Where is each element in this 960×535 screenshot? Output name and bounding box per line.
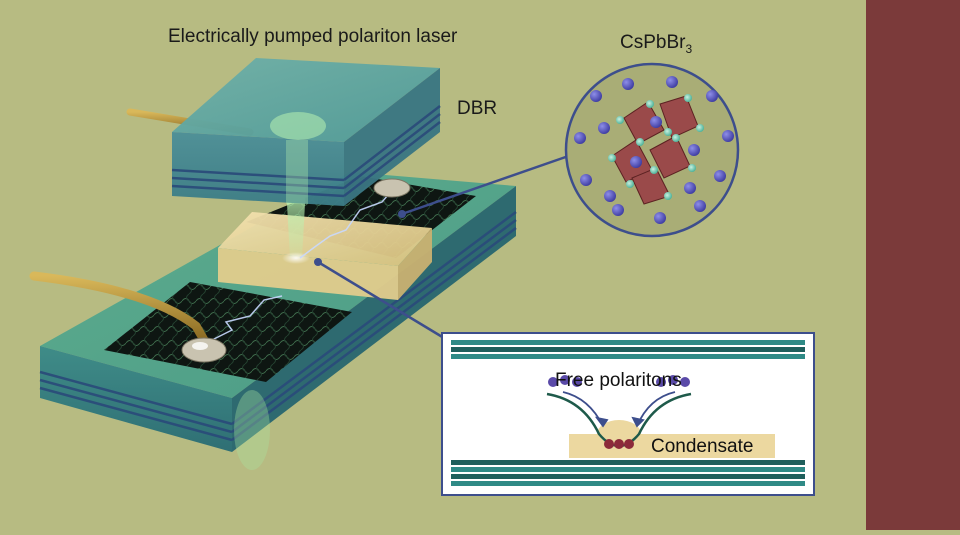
crystal-formula-label: CsPbBr3 <box>620 32 692 56</box>
cavity-inset: Free polaritons Condensate <box>441 332 815 496</box>
relaxation-arrows <box>562 391 676 428</box>
callout-dot-crystal <box>398 210 406 218</box>
dbr-label: DBR <box>457 98 498 119</box>
side-panel <box>866 0 960 530</box>
formula-prefix: CsPbBr <box>620 32 686 53</box>
emission-beam <box>286 186 306 258</box>
device-drawing <box>29 58 740 470</box>
current-arcs <box>211 187 395 341</box>
cavity-inset-drawing <box>451 340 805 486</box>
bottom-mirror-layers <box>451 460 805 486</box>
wire-left <box>29 271 227 363</box>
condensate-label: Condensate <box>651 436 754 457</box>
callout-dot-cavity <box>314 258 322 266</box>
crystal-structure <box>564 62 740 238</box>
top-mirror-layers <box>451 340 805 359</box>
device-illustration <box>29 58 740 470</box>
figure-title: Electrically pumped polariton laser <box>168 26 458 47</box>
callout-lines <box>317 150 581 340</box>
condensate-dots <box>604 439 634 449</box>
free-polaritons-label: Free polaritons <box>555 370 682 391</box>
top-dbr-block <box>171 58 441 206</box>
free-polariton-dots <box>548 375 690 387</box>
formula-subscript: 3 <box>685 41 693 56</box>
